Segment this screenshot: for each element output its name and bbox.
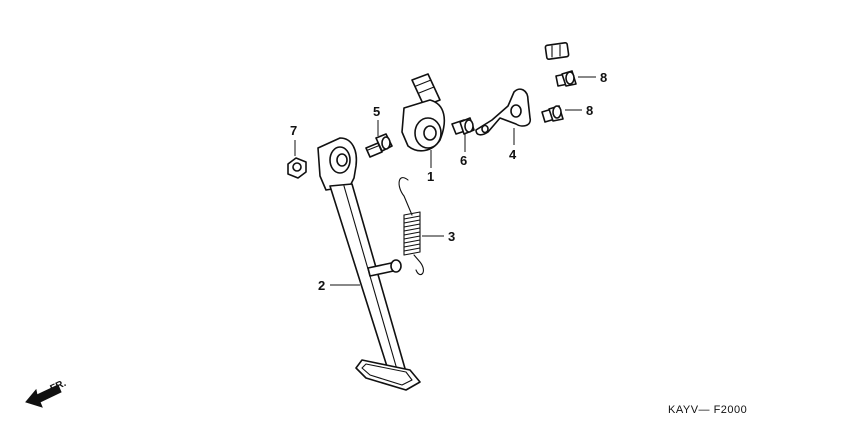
callout-1: 1 [427,169,434,184]
callout-2: 2 [318,278,325,293]
bolt-8-upper [555,70,596,87]
nut-7 [287,140,307,179]
front-direction-label: FR. [49,378,68,395]
bolt-6 [451,117,475,152]
callout-8-upper: 8 [600,70,607,85]
front-direction-arrow-icon [25,384,62,408]
diagram-code: KAYV— F2000 [668,404,747,416]
side-stand [317,137,421,391]
callout-7: 7 [290,123,297,138]
side-stand-switch [401,41,570,168]
switch-bracket [475,88,532,145]
callout-3: 3 [448,229,455,244]
callout-8-lower: 8 [586,103,593,118]
bolt-5 [365,120,393,158]
callout-4: 4 [509,147,517,162]
callout-5: 5 [373,104,380,119]
callout-6: 6 [460,153,467,168]
spring [398,177,444,276]
bolt-8-lower [541,105,582,123]
